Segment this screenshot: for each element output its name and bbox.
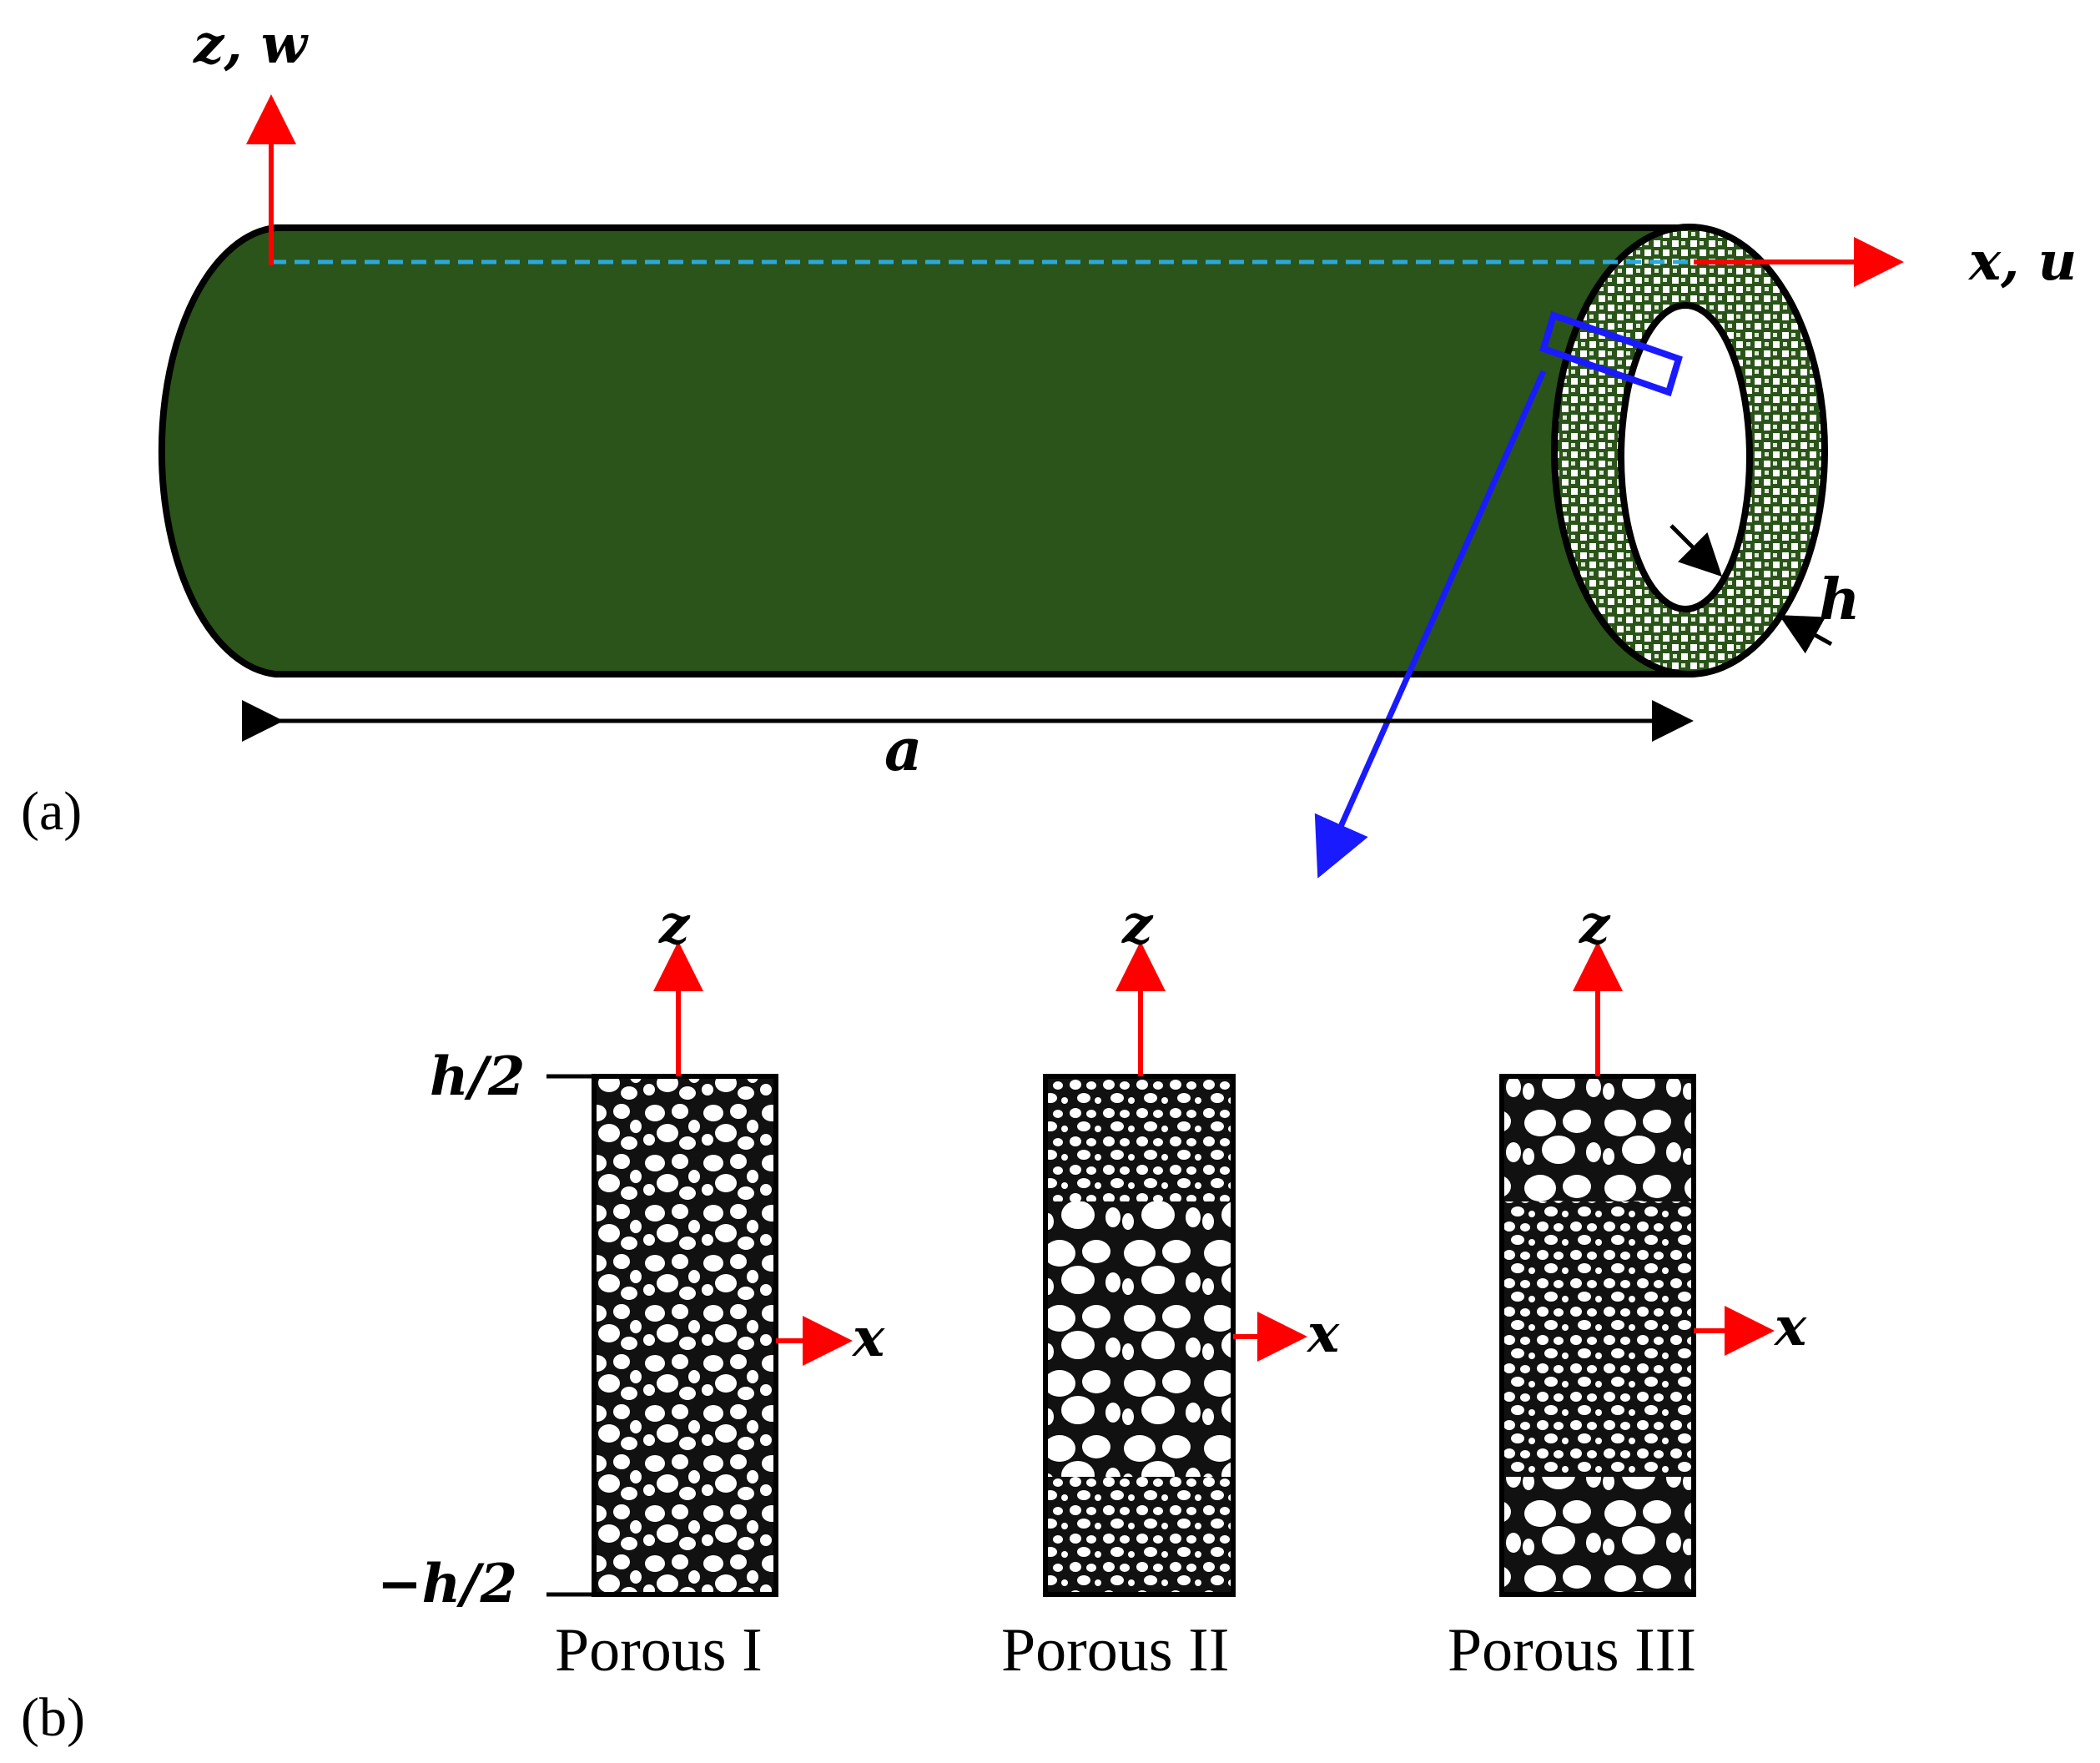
sample-porous-2: z x Porous II (1001, 894, 1340, 1685)
porous-3-caption: Porous III (1448, 1616, 1696, 1685)
porous-2-x-label: x (1306, 1302, 1340, 1365)
porous-1-block (592, 1074, 778, 1597)
sample-porous-3: z x Porous III (1448, 894, 1807, 1685)
porous-3-block-mid (1502, 1201, 1694, 1477)
porous-3-block-bot (1502, 1477, 1694, 1594)
porous-3-x-label: x (1773, 1296, 1807, 1358)
panel-a-tag: (a) (21, 781, 82, 842)
length-label: a (884, 715, 922, 784)
porous-1-x-label: x (851, 1307, 885, 1369)
thickness-label: h (1819, 567, 1860, 633)
porous-2-block-mid (1045, 1201, 1233, 1477)
porous-2-block-top (1045, 1076, 1233, 1201)
panel-a: z, w x, u h a (a) (21, 13, 2077, 879)
tube-bore (1618, 302, 1753, 612)
bottom-thickness-label: −h/2 (377, 1553, 517, 1615)
thickness-arrow-outer (1779, 615, 1833, 654)
tube-body (158, 224, 1693, 677)
porous-3-block-top (1502, 1076, 1694, 1201)
zoom-pointer-arrow (1314, 370, 1547, 879)
panel-b: h/2 −h/2 z x Porous I z x Porous II (21, 894, 1807, 1748)
porous-1-caption: Porous I (555, 1616, 763, 1685)
panel-b-tag: (b) (21, 1687, 85, 1748)
axis-label-zw: z, w (193, 13, 309, 76)
sample-porous-1: z x Porous I (555, 894, 885, 1685)
porous-1-z-label: z (658, 894, 691, 956)
porous-2-caption: Porous II (1001, 1616, 1229, 1685)
thickness-arrow-inner (1669, 524, 1723, 577)
top-thickness-label: h/2 (430, 1045, 525, 1108)
porous-2-z-label: z (1121, 894, 1154, 956)
porous-2-block-bot (1045, 1477, 1233, 1594)
porous-3-z-label: z (1579, 894, 1611, 956)
section-highlight-box (1539, 310, 1683, 397)
axis-label-xu: x, u (1967, 230, 2077, 293)
